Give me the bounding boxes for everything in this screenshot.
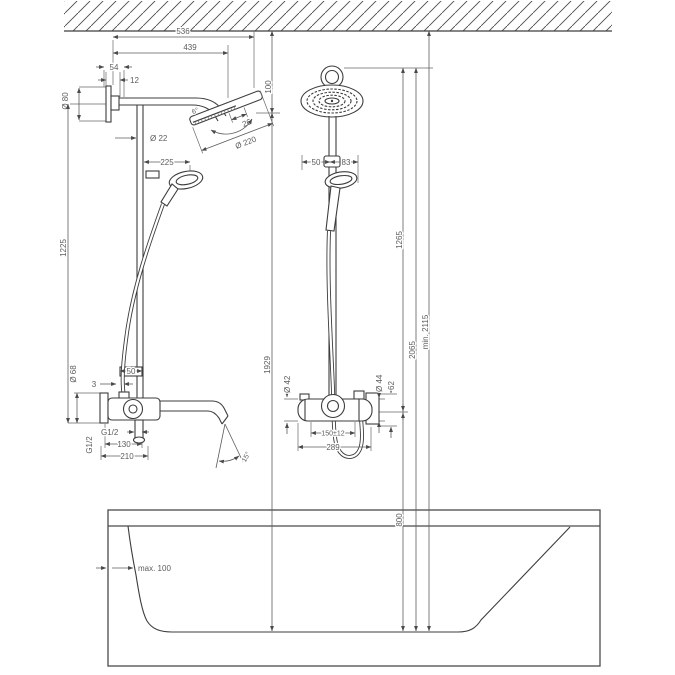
dim-100: 100 [264,80,273,94]
dim-62: 62 [387,381,396,390]
overhead-shower-side: 26 Ø 220 [189,90,274,154]
bathtub [107,509,601,667]
hanging-ring [320,65,344,89]
dim-210: 210 [120,452,134,461]
dim-12: 12 [130,76,139,85]
dim-800: 800 [395,513,404,527]
dim-26: 26 [241,117,253,129]
overhead-shower-front [300,84,364,118]
spout-angle-dim: 15° [215,423,254,469]
dim-dia44: Ø 44 [375,374,384,392]
dim-dia80: Ø 80 [61,92,70,110]
mixer-side [99,391,229,444]
dim-54: 54 [110,63,119,72]
dim-150: 150±12 [321,431,344,438]
dim-225: 225 [160,158,174,167]
dim-1225: 1225 [59,239,68,257]
dim-max100: max. 100 [138,564,171,573]
dim-tilt-angle: 6° [191,106,200,116]
dim-min2115: min. 2115 [421,314,430,349]
dim-83: 83 [342,158,351,167]
dim-dia68: Ø 68 [69,365,78,383]
dim-dia42: Ø 42 [283,375,292,393]
dim-g12-vertical: G1/2 [85,436,94,454]
hose-front [326,230,364,459]
hand-shower-front [324,171,358,232]
swivel-arc [210,118,253,135]
dim-439: 439 [183,43,197,52]
dim-dia22: Ø 22 [150,134,168,143]
dim-1929: 1929 [263,356,272,374]
hose-side [120,203,165,398]
dim-289: 289 [326,443,340,452]
dim-50-side: 50 [127,367,136,376]
hand-shower-side [160,170,204,207]
dimensions: 536 439 54 12 100 Ø 80 Ø 22 225 1225 Ø 6… [58,26,431,632]
dim-2065: 2065 [408,341,417,359]
dim-1265: 1265 [395,231,404,249]
front-view [297,65,380,459]
ceiling-hatch [64,1,612,32]
dim-3: 3 [92,380,97,389]
side-view: 26 Ø 220 6° [99,85,274,469]
dim-g12-horizontal: G1/2 [101,428,119,437]
dim-536: 536 [176,27,190,36]
wall-flange [105,85,120,123]
mixer-front [297,390,380,425]
dim-15deg: 15° [240,450,252,463]
dim-130: 130 [117,440,131,449]
dim-50-front: 50 [312,158,321,167]
